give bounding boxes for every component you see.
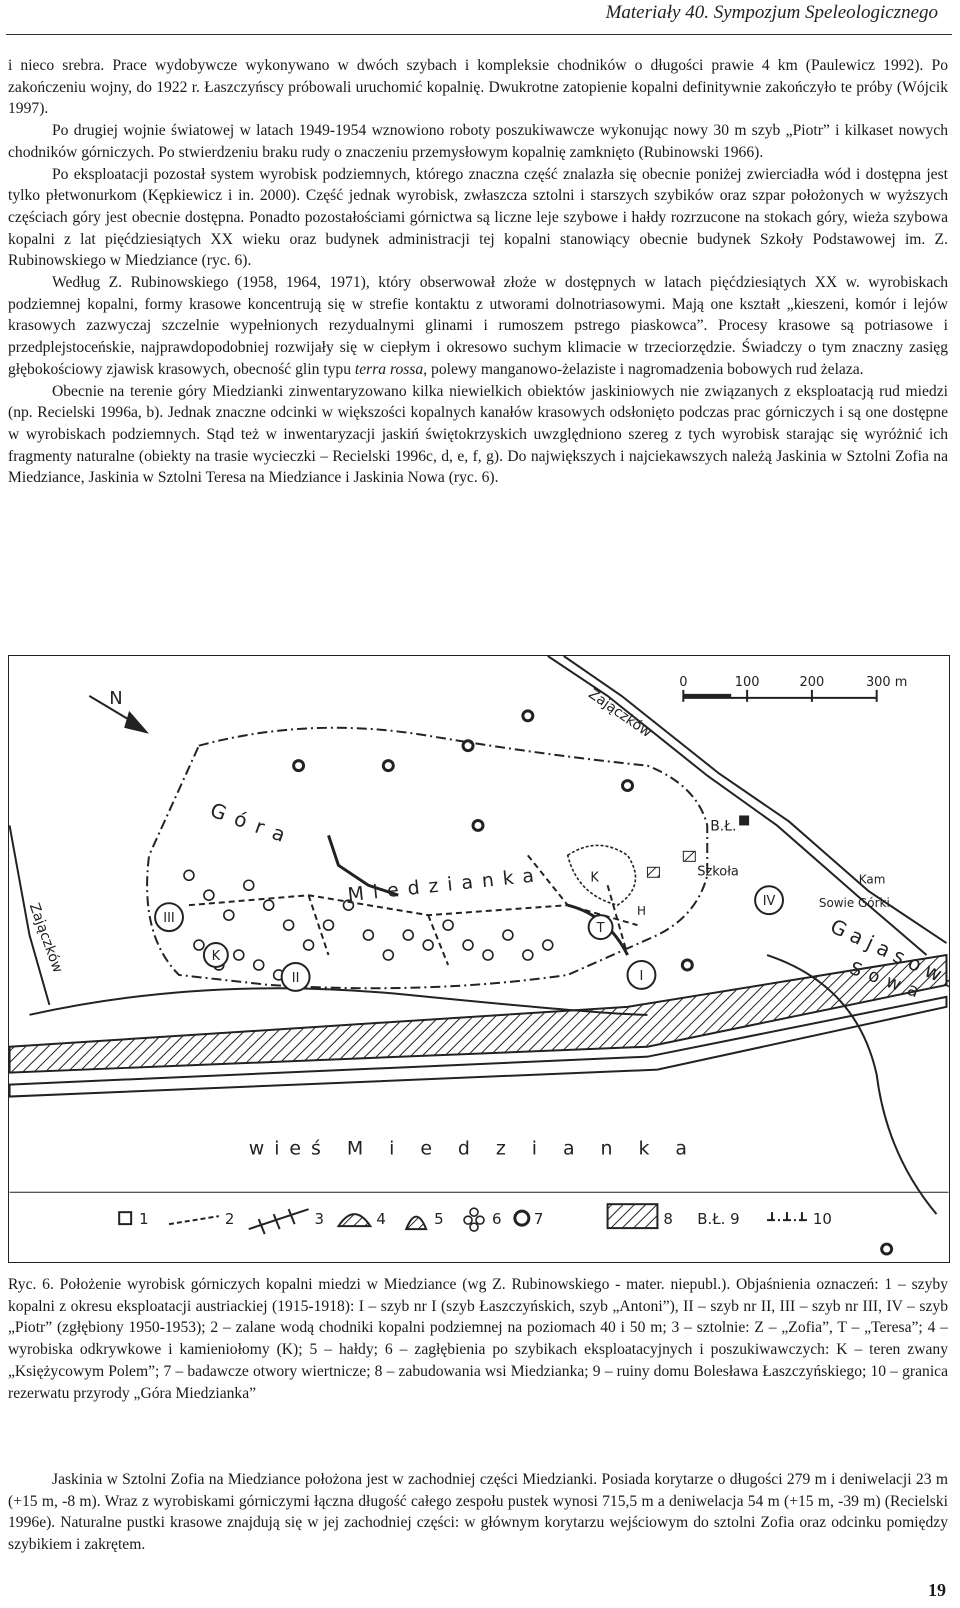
hill-label: Góra <box>207 799 297 851</box>
scale-bar: 0 100 200 300 m <box>679 675 907 702</box>
miedzianka-label: Miedzianka <box>347 864 544 906</box>
scale-tick-300: 300 m <box>866 675 907 690</box>
road-left-label: Zajączków <box>26 901 66 975</box>
north-label: N <box>109 688 122 709</box>
shaft-II: II <box>280 961 311 992</box>
legend-label-1: 1 <box>139 1210 149 1228</box>
shaft-IV-label: IV <box>763 894 776 909</box>
page-number: 19 <box>928 1580 946 1600</box>
header-rule <box>6 34 952 35</box>
legend-symbol-3 <box>248 1208 309 1235</box>
road-top-2 <box>563 656 948 944</box>
paragraph-3: Po eksploatacji pozostał system wyrobisk… <box>8 165 948 270</box>
paragraph-2: Po drugiej wojnie światowej w latach 194… <box>8 122 948 161</box>
scale-tick-0: 0 <box>679 675 687 690</box>
scale-tick-200: 200 <box>800 675 825 690</box>
mark-H-label: H <box>637 904 646 918</box>
ruin-building <box>739 815 750 826</box>
legend-label-5: 5 <box>434 1210 444 1228</box>
paragraph-4-part-b: , polewy manganowo-żelaziste i nagromadz… <box>423 360 864 378</box>
village-hatched-band-lower <box>9 995 948 1098</box>
village-hatched-band <box>9 953 948 1074</box>
school-building <box>682 850 696 862</box>
main-text: i nieco srebra. Prace wydobywcze wykonyw… <box>8 55 948 489</box>
legend-symbol-5 <box>404 1215 428 1231</box>
legend-symbol-8 <box>606 1203 659 1230</box>
legend-label-6: 6 <box>492 1210 502 1228</box>
road-main <box>29 987 648 1016</box>
paragraph-4: Według Z. Rubinowskiego (1958, 1964, 197… <box>8 272 948 381</box>
ruin-label: B.Ł. <box>710 818 736 834</box>
sowie-gorki-label: Sowie Górki <box>819 896 890 910</box>
quarry-K-west-label: K <box>212 949 221 964</box>
quarry-K-west: K <box>202 942 229 968</box>
kam-label: Kam <box>859 872 886 886</box>
quarry-K-east <box>566 844 637 907</box>
mine-map: III II I IV K T K H Zajączków <box>9 656 949 1256</box>
mine-map-figure: III II I IV K T K H Zajączków <box>8 655 950 1263</box>
adit-zofia <box>327 834 399 897</box>
legend-label-4: 4 <box>376 1210 386 1228</box>
paragraph-5: Obecnie na terenie góry Miedzianki zinwe… <box>8 382 948 487</box>
boreholes <box>292 709 894 1256</box>
paragraph-1: i nieco srebra. Prace wydobywcze wykonyw… <box>8 57 948 118</box>
adit-T-label: T <box>596 921 605 936</box>
shaft-I-label: I <box>640 969 644 984</box>
legend-symbol-4 <box>336 1213 373 1228</box>
road-right-curve <box>766 954 938 1215</box>
legend: 1 2 3 4 5 6 7 8 B.Ł. 9 10 <box>118 1203 832 1235</box>
legend-label-3: 3 <box>315 1210 325 1228</box>
scale-tick-100: 100 <box>735 675 760 690</box>
legend-symbol-2 <box>168 1215 220 1226</box>
legend-label-10: 10 <box>813 1210 832 1228</box>
shaft-II-label: II <box>292 971 300 986</box>
building-small <box>646 866 660 878</box>
shaft-IV: IV <box>754 885 784 916</box>
road-top <box>547 656 928 956</box>
school-label: Szkoła <box>697 864 739 879</box>
legend-label-9: B.Ł. 9 <box>697 1210 739 1228</box>
quarry-K-east-label: K <box>590 870 599 885</box>
figure-caption: Ryc. 6. Położenie wyrobisk górniczych ko… <box>8 1276 948 1402</box>
legend-symbol-10 <box>767 1212 807 1222</box>
shaft-I: I <box>626 959 657 990</box>
legend-label-2: 2 <box>225 1210 235 1228</box>
paragraph-4-italic: terra rossa <box>354 360 424 378</box>
village-label: wieś M i e d z i a n k a <box>249 1137 697 1159</box>
shaft-depressions <box>183 869 554 981</box>
shaft-III-label: III <box>163 911 174 926</box>
legend-symbol-1 <box>118 1211 133 1226</box>
shaft-III: III <box>154 902 184 933</box>
running-title: Materiały 40. Sympozjum Speleologicznego <box>605 2 938 23</box>
legend-symbol-7 <box>513 1209 531 1227</box>
flooded-galleries <box>188 854 638 966</box>
paragraph-4-part-a: Według Z. Rubinowskiego (1958, 1964, 197… <box>8 274 948 378</box>
legend-label-7: 7 <box>534 1210 544 1228</box>
adit-T-marker: T <box>587 914 614 941</box>
legend-label-8: 8 <box>663 1210 673 1228</box>
road-left <box>9 825 51 1006</box>
paragraph-6: Jaskinia w Sztolni Zofia na Miedziance p… <box>8 1471 948 1554</box>
legend-symbol-6 <box>463 1207 485 1232</box>
north-arrow: N <box>88 688 150 734</box>
